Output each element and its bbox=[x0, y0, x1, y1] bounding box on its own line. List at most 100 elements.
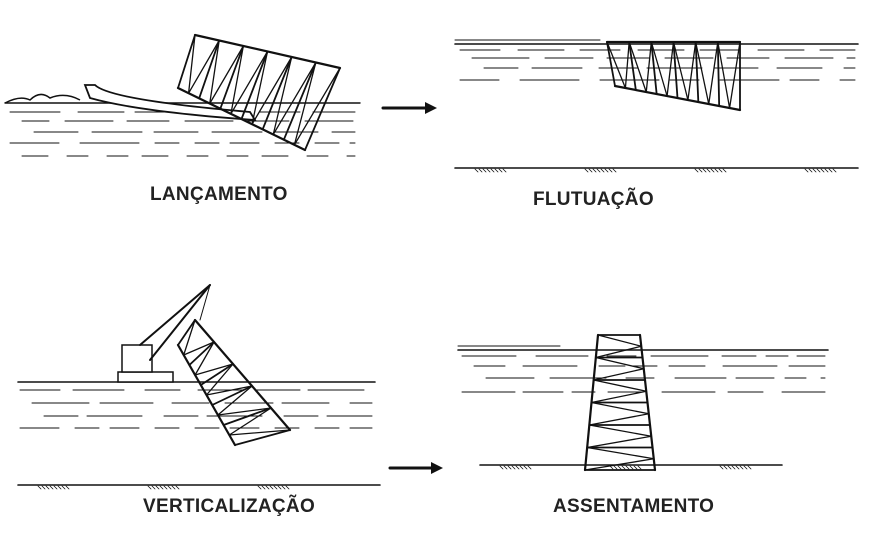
truss-brace bbox=[584, 458, 655, 471]
seabed-hatch bbox=[710, 168, 715, 173]
seabed-hatch bbox=[612, 168, 617, 173]
truss-brace bbox=[194, 363, 234, 376]
arrow-head bbox=[425, 102, 437, 114]
seabed-hatch bbox=[718, 168, 723, 173]
seabed-hatch bbox=[37, 485, 42, 490]
seabed-hatch bbox=[265, 485, 270, 490]
seabed-hatch bbox=[175, 485, 180, 490]
seabed-hatch bbox=[53, 485, 58, 490]
seabed-hatch bbox=[503, 465, 508, 470]
seabed-hatch bbox=[65, 485, 70, 490]
crane-boom bbox=[149, 284, 211, 361]
truss-strut bbox=[177, 319, 196, 346]
truss-brace bbox=[645, 41, 652, 93]
seabed-hatch bbox=[747, 465, 752, 470]
label-assentamento: ASSENTAMENTO bbox=[553, 496, 715, 517]
seabed-hatch bbox=[743, 465, 748, 470]
truss-brace bbox=[695, 41, 710, 105]
seabed-hatch bbox=[596, 168, 601, 173]
truss-brace bbox=[593, 368, 645, 381]
seabed-hatch bbox=[519, 465, 524, 470]
seabed-hatch bbox=[45, 485, 50, 490]
truss-brace bbox=[588, 413, 650, 426]
seabed-hatch bbox=[285, 485, 290, 490]
barge bbox=[83, 84, 257, 122]
truss-brace bbox=[586, 435, 652, 449]
seabed-hatch bbox=[61, 485, 66, 490]
seabed-hatch bbox=[727, 465, 732, 470]
seabed-hatch bbox=[273, 485, 278, 490]
seabed-hatch bbox=[49, 485, 54, 490]
truss-strut bbox=[211, 385, 253, 406]
seabed-hatch bbox=[617, 465, 622, 470]
truss-brace bbox=[595, 345, 642, 359]
truss-brace bbox=[293, 67, 341, 146]
seabed-hatch bbox=[706, 168, 711, 173]
wave bbox=[4, 93, 81, 104]
seabed-hatch bbox=[719, 465, 724, 470]
truss-brace bbox=[251, 56, 293, 125]
seabed-hatch bbox=[637, 465, 642, 470]
seabed-hatch bbox=[486, 168, 491, 173]
truss-brace bbox=[595, 356, 645, 370]
truss-strut bbox=[261, 56, 293, 131]
truss-brace bbox=[728, 41, 741, 109]
seabed-hatch bbox=[490, 168, 495, 173]
seabed-hatch bbox=[269, 485, 274, 490]
truss-brace bbox=[230, 45, 244, 115]
seabed-hatch bbox=[723, 465, 728, 470]
seabed-hatch bbox=[832, 168, 837, 173]
truss-brace bbox=[593, 379, 647, 392]
panel-verticalizacao bbox=[17, 284, 381, 490]
panel-lancamento bbox=[4, 33, 361, 157]
truss-brace bbox=[586, 446, 655, 460]
seabed-hatch bbox=[812, 168, 817, 173]
seabed-hatch bbox=[722, 168, 727, 173]
seabed-hatch bbox=[824, 168, 829, 173]
seabed-hatch bbox=[739, 465, 744, 470]
truss-brace bbox=[272, 56, 293, 136]
seabed-hatch bbox=[167, 485, 172, 490]
seabed-hatch bbox=[257, 485, 262, 490]
seabed-hatch bbox=[57, 485, 62, 490]
seabed-hatch bbox=[494, 168, 499, 173]
truss-brace bbox=[230, 50, 269, 115]
seabed-hatch bbox=[499, 465, 504, 470]
seabed-hatch bbox=[604, 168, 609, 173]
truss-brace bbox=[650, 41, 668, 97]
truss-strut bbox=[650, 41, 658, 95]
truss-strut bbox=[672, 41, 679, 99]
truss-strut bbox=[188, 341, 215, 366]
seabed-hatch bbox=[588, 168, 593, 173]
truss-brace bbox=[628, 41, 647, 93]
crane-boom bbox=[139, 284, 211, 346]
step-arrows bbox=[381, 102, 443, 474]
seabed-hatch bbox=[498, 168, 503, 173]
truss-brace bbox=[597, 334, 642, 347]
truss-brace bbox=[228, 429, 291, 436]
seabed-hatch bbox=[478, 168, 483, 173]
truss-brace bbox=[205, 363, 234, 396]
seabed-hatch bbox=[608, 168, 613, 173]
seabed-hatch bbox=[629, 465, 634, 470]
seabed-hatch bbox=[625, 465, 630, 470]
label-flutuacao: FLUTUAÇÃO bbox=[533, 189, 654, 210]
seabed-hatch bbox=[702, 168, 707, 173]
seabed-hatch bbox=[523, 465, 528, 470]
truss-strut bbox=[219, 45, 245, 110]
seabed-hatch bbox=[277, 485, 282, 490]
truss-brace bbox=[209, 45, 244, 105]
truss-brace bbox=[590, 401, 650, 415]
truss-brace bbox=[251, 50, 269, 125]
truss-brace bbox=[590, 390, 647, 404]
truss-strut bbox=[234, 429, 291, 446]
seabed-hatch bbox=[592, 168, 597, 173]
truss-brace bbox=[272, 61, 317, 136]
seabed-hatch bbox=[527, 465, 532, 470]
seabed-hatch bbox=[613, 465, 618, 470]
truss-brace bbox=[624, 41, 630, 89]
arrow-head bbox=[431, 462, 443, 474]
seabed-hatch bbox=[731, 465, 736, 470]
truss-strut bbox=[628, 41, 637, 91]
